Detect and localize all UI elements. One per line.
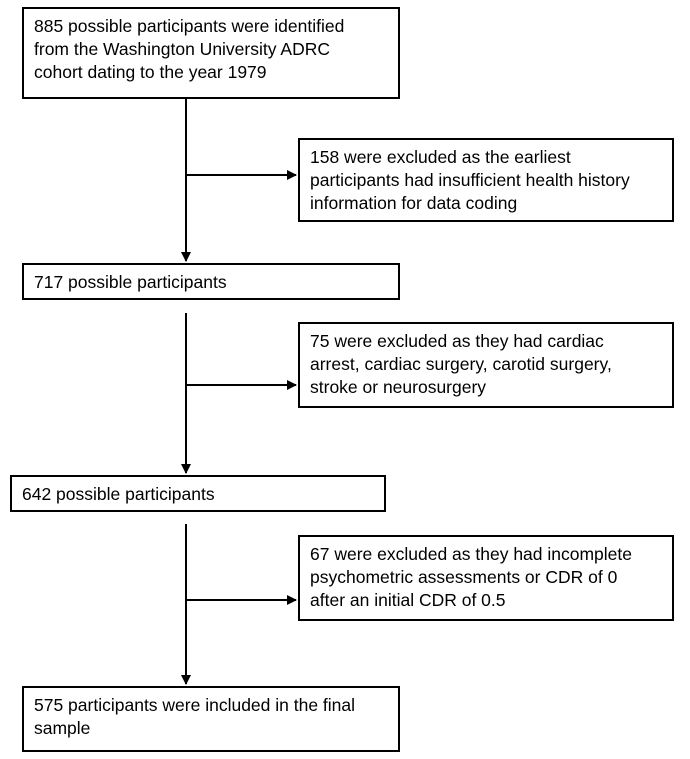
exclusion-box-cardiac-stroke: 75 were excluded as they had cardiac arr… bbox=[298, 322, 674, 408]
step-box-717-participants: 717 possible participants bbox=[22, 263, 400, 300]
step-box-642-participants: 642 possible participants bbox=[10, 475, 386, 512]
exclusion-box-incomplete-assessments: 67 were excluded as they had incomplete … bbox=[298, 535, 674, 621]
step-box-initial-cohort: 885 possible participants were identifie… bbox=[22, 7, 400, 99]
step-box-final-sample: 575 participants were included in the fi… bbox=[22, 686, 400, 752]
exclusion-box-health-history: 158 were excluded as the earliest partic… bbox=[298, 138, 674, 222]
